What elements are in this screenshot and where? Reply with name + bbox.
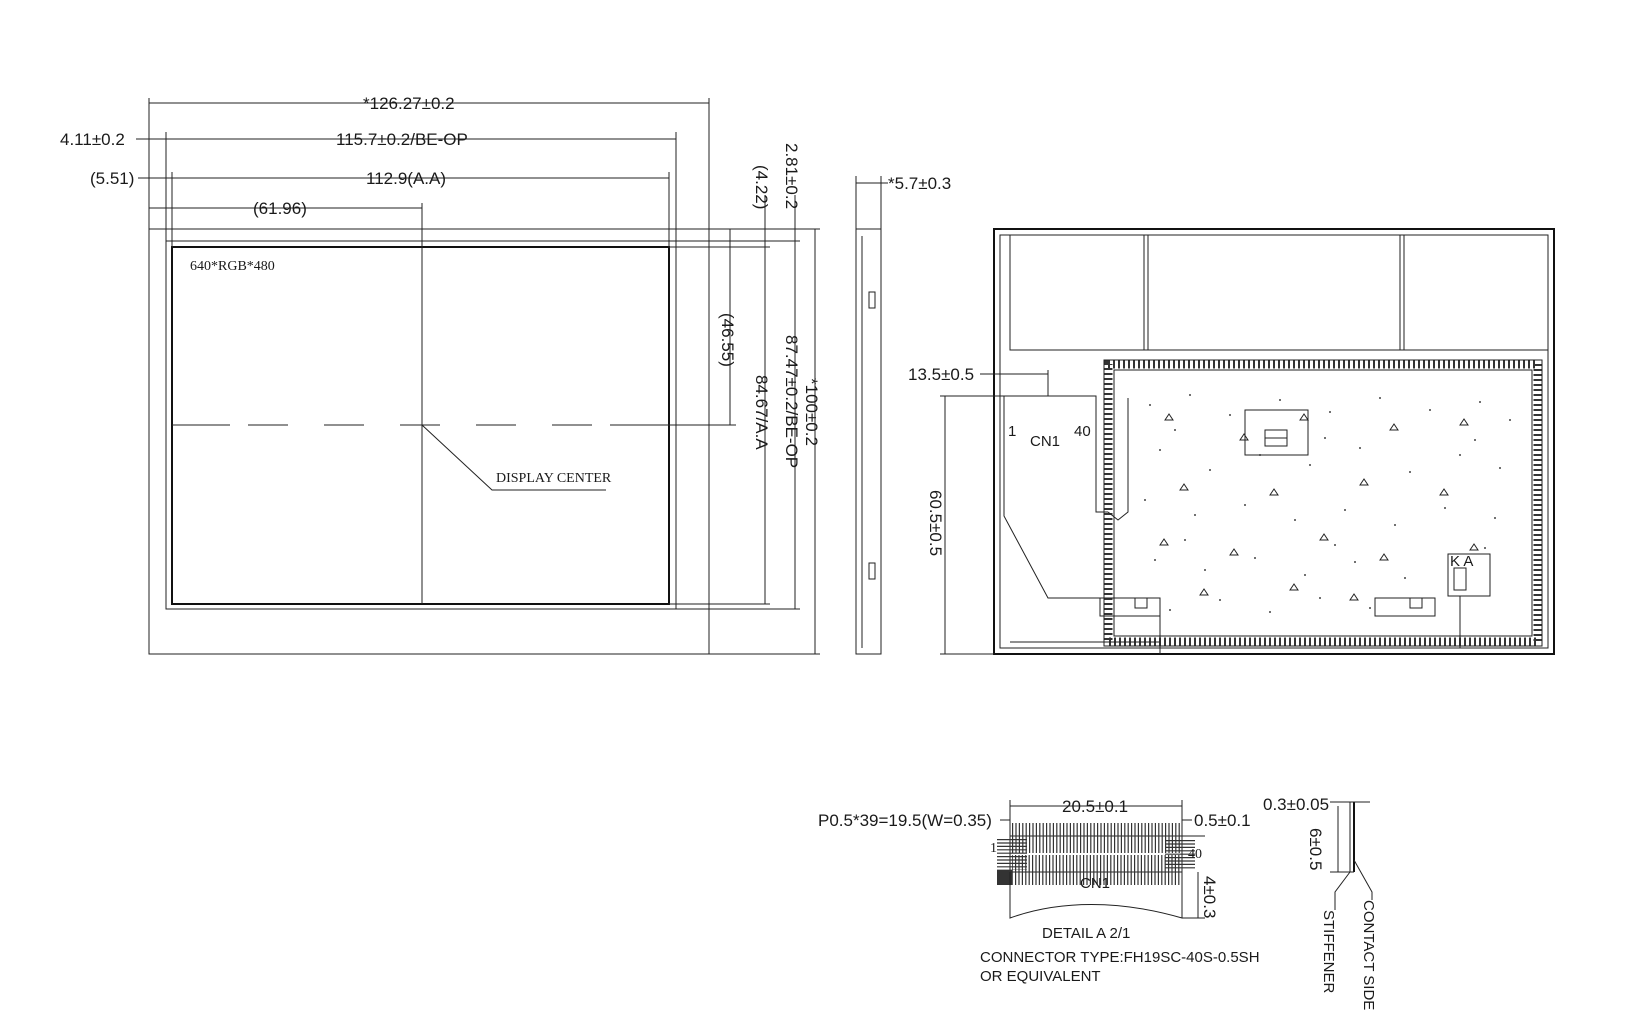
backlight-module	[1103, 359, 1543, 647]
detail-edge-dim: 0.5±0.1	[1194, 811, 1251, 830]
ka-label: K A	[1450, 553, 1473, 570]
aa-height-dim: 84.67/A.A	[752, 375, 771, 450]
detail-pin-array	[997, 823, 1195, 885]
detail-length-dim: 6±0.5	[1306, 828, 1325, 870]
connector-equivalent: OR EQUIVALENT	[980, 968, 1101, 985]
be-op-height-dim: 87.47±0.2/BE-OP	[782, 335, 801, 468]
detail-height-dim: 4±0.3	[1200, 876, 1219, 918]
stiffener-label: STIFFENER	[1320, 910, 1337, 994]
overall-width-dim: *126.27±0.2	[363, 94, 455, 113]
front-outline	[148, 228, 710, 655]
back-pin-last: 40	[1074, 423, 1091, 440]
back-cn1-label: CN1	[1030, 433, 1060, 450]
aa-width-dim: 112.9(A.A)	[366, 169, 446, 188]
top-offset-dim: 2.81±0.2	[782, 143, 801, 209]
detail-width-dim: 20.5±0.1	[1062, 797, 1128, 816]
speckle-area	[1144, 394, 1511, 613]
connector-type: CONNECTOR TYPE:FH19SC-40S-0.5SH	[980, 949, 1260, 966]
detail-thickness-dim: 0.3±0.05	[1263, 795, 1329, 814]
front-view: DISPLAY CENTER 640*RGB*480 *126.27±0.2 1…	[60, 94, 821, 655]
aa-top-offset-dim: (4.22)	[752, 165, 771, 209]
detail-pin-first: 1	[990, 841, 997, 856]
cn1-offset-dim: 13.5±0.5	[908, 365, 974, 384]
cn1-height-dim: 60.5±0.5	[926, 490, 945, 556]
overall-height-dim: *100±0.2	[802, 378, 821, 446]
detail-a: 4±0.3 20.5±0.1 P0.5*39=19.5(W=0.35) 0.5±…	[818, 795, 1377, 1010]
display-center-label: DISPLAY CENTER	[496, 471, 612, 486]
left-offset-dim: 4.11±0.2	[60, 130, 125, 149]
thickness-dim: *5.7±0.3	[888, 174, 951, 193]
detail-pin-last: 40	[1188, 847, 1202, 862]
center-x-dim: (61.96)	[253, 199, 307, 218]
resolution-label: 640*RGB*480	[190, 259, 275, 274]
detail-title: DETAIL A 2/1	[1042, 925, 1130, 942]
aa-offset-dim: (5.51)	[90, 169, 134, 188]
contact-side-label: CONTACT SIDE	[1360, 900, 1377, 1010]
detail-pitch-dim: P0.5*39=19.5(W=0.35)	[818, 811, 992, 830]
speckle-triangles	[1159, 413, 1479, 601]
be-op-width-dim: 115.7±0.2/BE-OP	[336, 130, 468, 149]
detail-cn1-label: CN1	[1080, 875, 1110, 892]
center-y-dim: (46.55)	[718, 313, 737, 367]
back-view: CN1 1 40 K A 13.5±0.5 60.5±0.5	[908, 228, 1555, 655]
side-view: *5.7±0.3	[855, 174, 951, 655]
back-pin-first: 1	[1008, 423, 1016, 440]
